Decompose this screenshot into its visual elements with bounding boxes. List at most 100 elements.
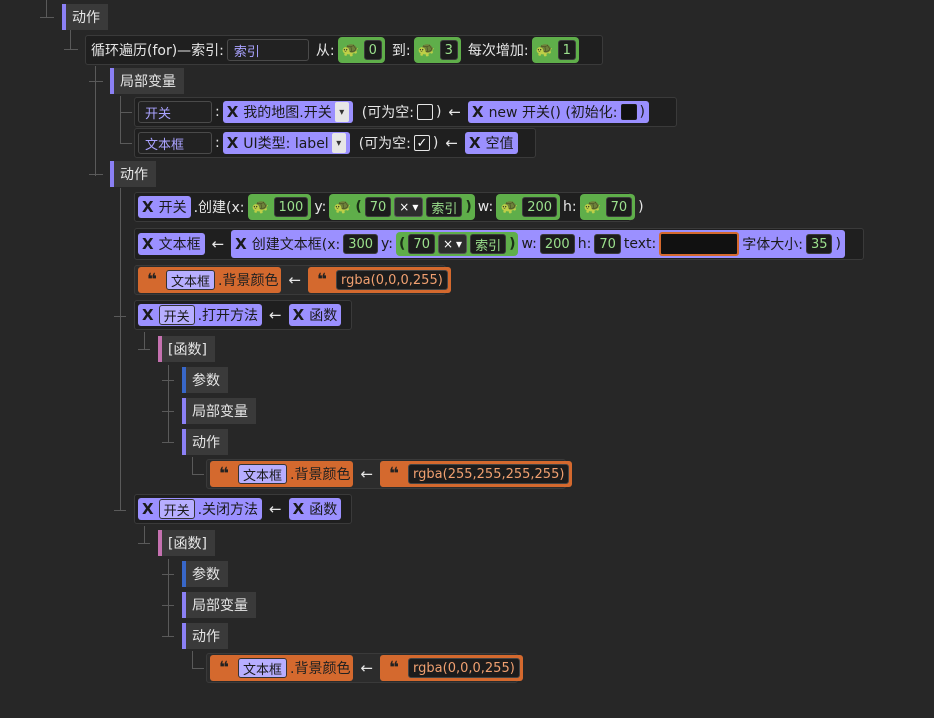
operator-select[interactable]: ×▾ xyxy=(394,197,424,217)
y-factor-value[interactable]: 70 xyxy=(364,197,392,217)
x-number-block[interactable]: 🐢100 xyxy=(247,194,312,220)
for-loop-label: 循环遍历(for)—索引: xyxy=(91,43,224,59)
loop-index-input[interactable]: 索引 xyxy=(226,39,309,61)
color-value-block[interactable]: ❝rgba(0,0,0,255) xyxy=(308,267,451,293)
section-action-open[interactable]: 动作 xyxy=(182,429,228,455)
h-value[interactable]: 70 xyxy=(594,234,621,254)
tree-line xyxy=(64,49,78,50)
section-function-close[interactable]: [函数] xyxy=(158,530,215,556)
property-label: .背景颜色 xyxy=(218,273,279,289)
y-index-ref[interactable]: 索引 xyxy=(470,234,507,254)
x-icon: X xyxy=(292,306,305,324)
object-ref[interactable]: 文本框 xyxy=(166,270,216,290)
nullable-checkbox-checked[interactable]: ✓ xyxy=(413,135,430,151)
paren-close: ) xyxy=(432,135,439,151)
section-params-close[interactable]: 参数 xyxy=(182,561,228,587)
section-function-open[interactable]: [函数] xyxy=(158,336,215,362)
y-expression-block[interactable]: 🐢(70×▾索引) xyxy=(329,194,475,220)
step-value[interactable]: 1 xyxy=(557,40,576,60)
w-value[interactable]: 200 xyxy=(522,197,558,217)
step-number-block[interactable]: 🐢1 xyxy=(531,37,579,63)
h-value[interactable]: 70 xyxy=(605,197,633,217)
section-locals-close[interactable]: 局部变量 xyxy=(182,592,256,618)
x-icon: X xyxy=(142,235,154,253)
background-color-assign[interactable]: ❝文本框.背景颜色 ← ❝rgba(255,255,255,255) xyxy=(206,459,573,489)
object-ref[interactable]: 开关 xyxy=(158,305,195,325)
background-color-assign[interactable]: ❝文本框.背景颜色 ← ❝rgba(0,0,0,255) xyxy=(206,653,523,683)
size-value[interactable]: 35 xyxy=(805,234,833,254)
to-value[interactable]: 3 xyxy=(439,40,458,60)
turtle-icon: 🐢 xyxy=(251,199,270,215)
section-action-close[interactable]: 动作 xyxy=(182,623,228,649)
operator-select[interactable]: ×▾ xyxy=(437,234,468,254)
assign-arrow: ← xyxy=(360,465,374,483)
assign-arrow: ← xyxy=(288,271,302,289)
object-ref[interactable]: 开关 xyxy=(158,499,195,519)
property-ref[interactable]: ❝文本框.背景颜色 xyxy=(210,461,354,487)
color-input[interactable]: rgba(0,0,0,255) xyxy=(336,270,448,290)
section-local-vars[interactable]: 局部变量 xyxy=(110,68,184,94)
var-name-input[interactable]: 开关 xyxy=(138,101,212,123)
chevron-down-icon[interactable]: ▾ xyxy=(331,133,346,153)
tree-line xyxy=(40,17,54,18)
color-value-block[interactable]: ❝rgba(0,0,0,255) xyxy=(380,655,523,681)
turtle-icon: 🐢 xyxy=(500,199,518,215)
chevron-down-icon: ▾ xyxy=(412,200,419,214)
init-checkbox[interactable] xyxy=(620,104,637,120)
color-input[interactable]: rgba(255,255,255,255) xyxy=(408,464,570,484)
h-label: h: xyxy=(577,236,592,252)
color-value-block[interactable]: ❝rgba(255,255,255,255) xyxy=(380,461,573,487)
text-input[interactable] xyxy=(659,232,740,256)
object-ref[interactable]: 文本框 xyxy=(238,658,288,678)
y-index-ref[interactable]: 索引 xyxy=(426,197,463,217)
tree-line xyxy=(70,30,71,50)
x-value[interactable]: 300 xyxy=(343,234,379,254)
from-value[interactable]: 0 xyxy=(363,40,382,60)
chevron-down-icon[interactable]: ▾ xyxy=(334,102,349,122)
w-value[interactable]: 200 xyxy=(539,234,575,254)
quote-icon: ❝ xyxy=(383,462,406,486)
property-ref[interactable]: ❝文本框.背景颜色 xyxy=(138,267,282,293)
property-ref[interactable]: ❝文本框.背景颜色 xyxy=(210,655,354,681)
tree-line xyxy=(162,411,174,412)
to-number-block[interactable]: 🐢3 xyxy=(413,37,461,63)
from-number-block[interactable]: 🐢0 xyxy=(337,37,385,63)
y-factor-value[interactable]: 70 xyxy=(408,234,435,254)
paren-close: ) xyxy=(435,104,442,120)
section-action-top[interactable]: 动作 xyxy=(62,4,108,30)
object-ref[interactable]: 文本框 xyxy=(238,464,288,484)
nullable-checkbox[interactable] xyxy=(416,104,433,120)
y-label: y: xyxy=(381,236,394,252)
h-number-block[interactable]: 🐢70 xyxy=(579,194,636,220)
section-loop-action[interactable]: 动作 xyxy=(110,161,156,187)
w-number-block[interactable]: 🐢200 xyxy=(496,194,561,220)
var-name-input[interactable]: 文本框 xyxy=(138,132,212,154)
section-label: [函数] xyxy=(168,342,207,358)
nullable-label: (可为空: xyxy=(361,105,414,121)
x-value[interactable]: 100 xyxy=(273,197,309,217)
background-color-assign[interactable]: ❝文本框.背景颜色 ← ❝rgba(0,0,0,255) xyxy=(134,265,451,295)
section-locals-open[interactable]: 局部变量 xyxy=(182,398,256,424)
tree-line xyxy=(162,636,174,637)
y-expression-block[interactable]: (70×▾索引) xyxy=(396,232,519,256)
color-input[interactable]: rgba(0,0,0,255) xyxy=(408,658,520,678)
for-loop-block[interactable]: 循环遍历(for)—索引: 索引 从: 🐢0 到: 🐢3 每次增加: 🐢1 xyxy=(85,35,603,65)
section-params-open[interactable]: 参数 xyxy=(182,367,228,393)
